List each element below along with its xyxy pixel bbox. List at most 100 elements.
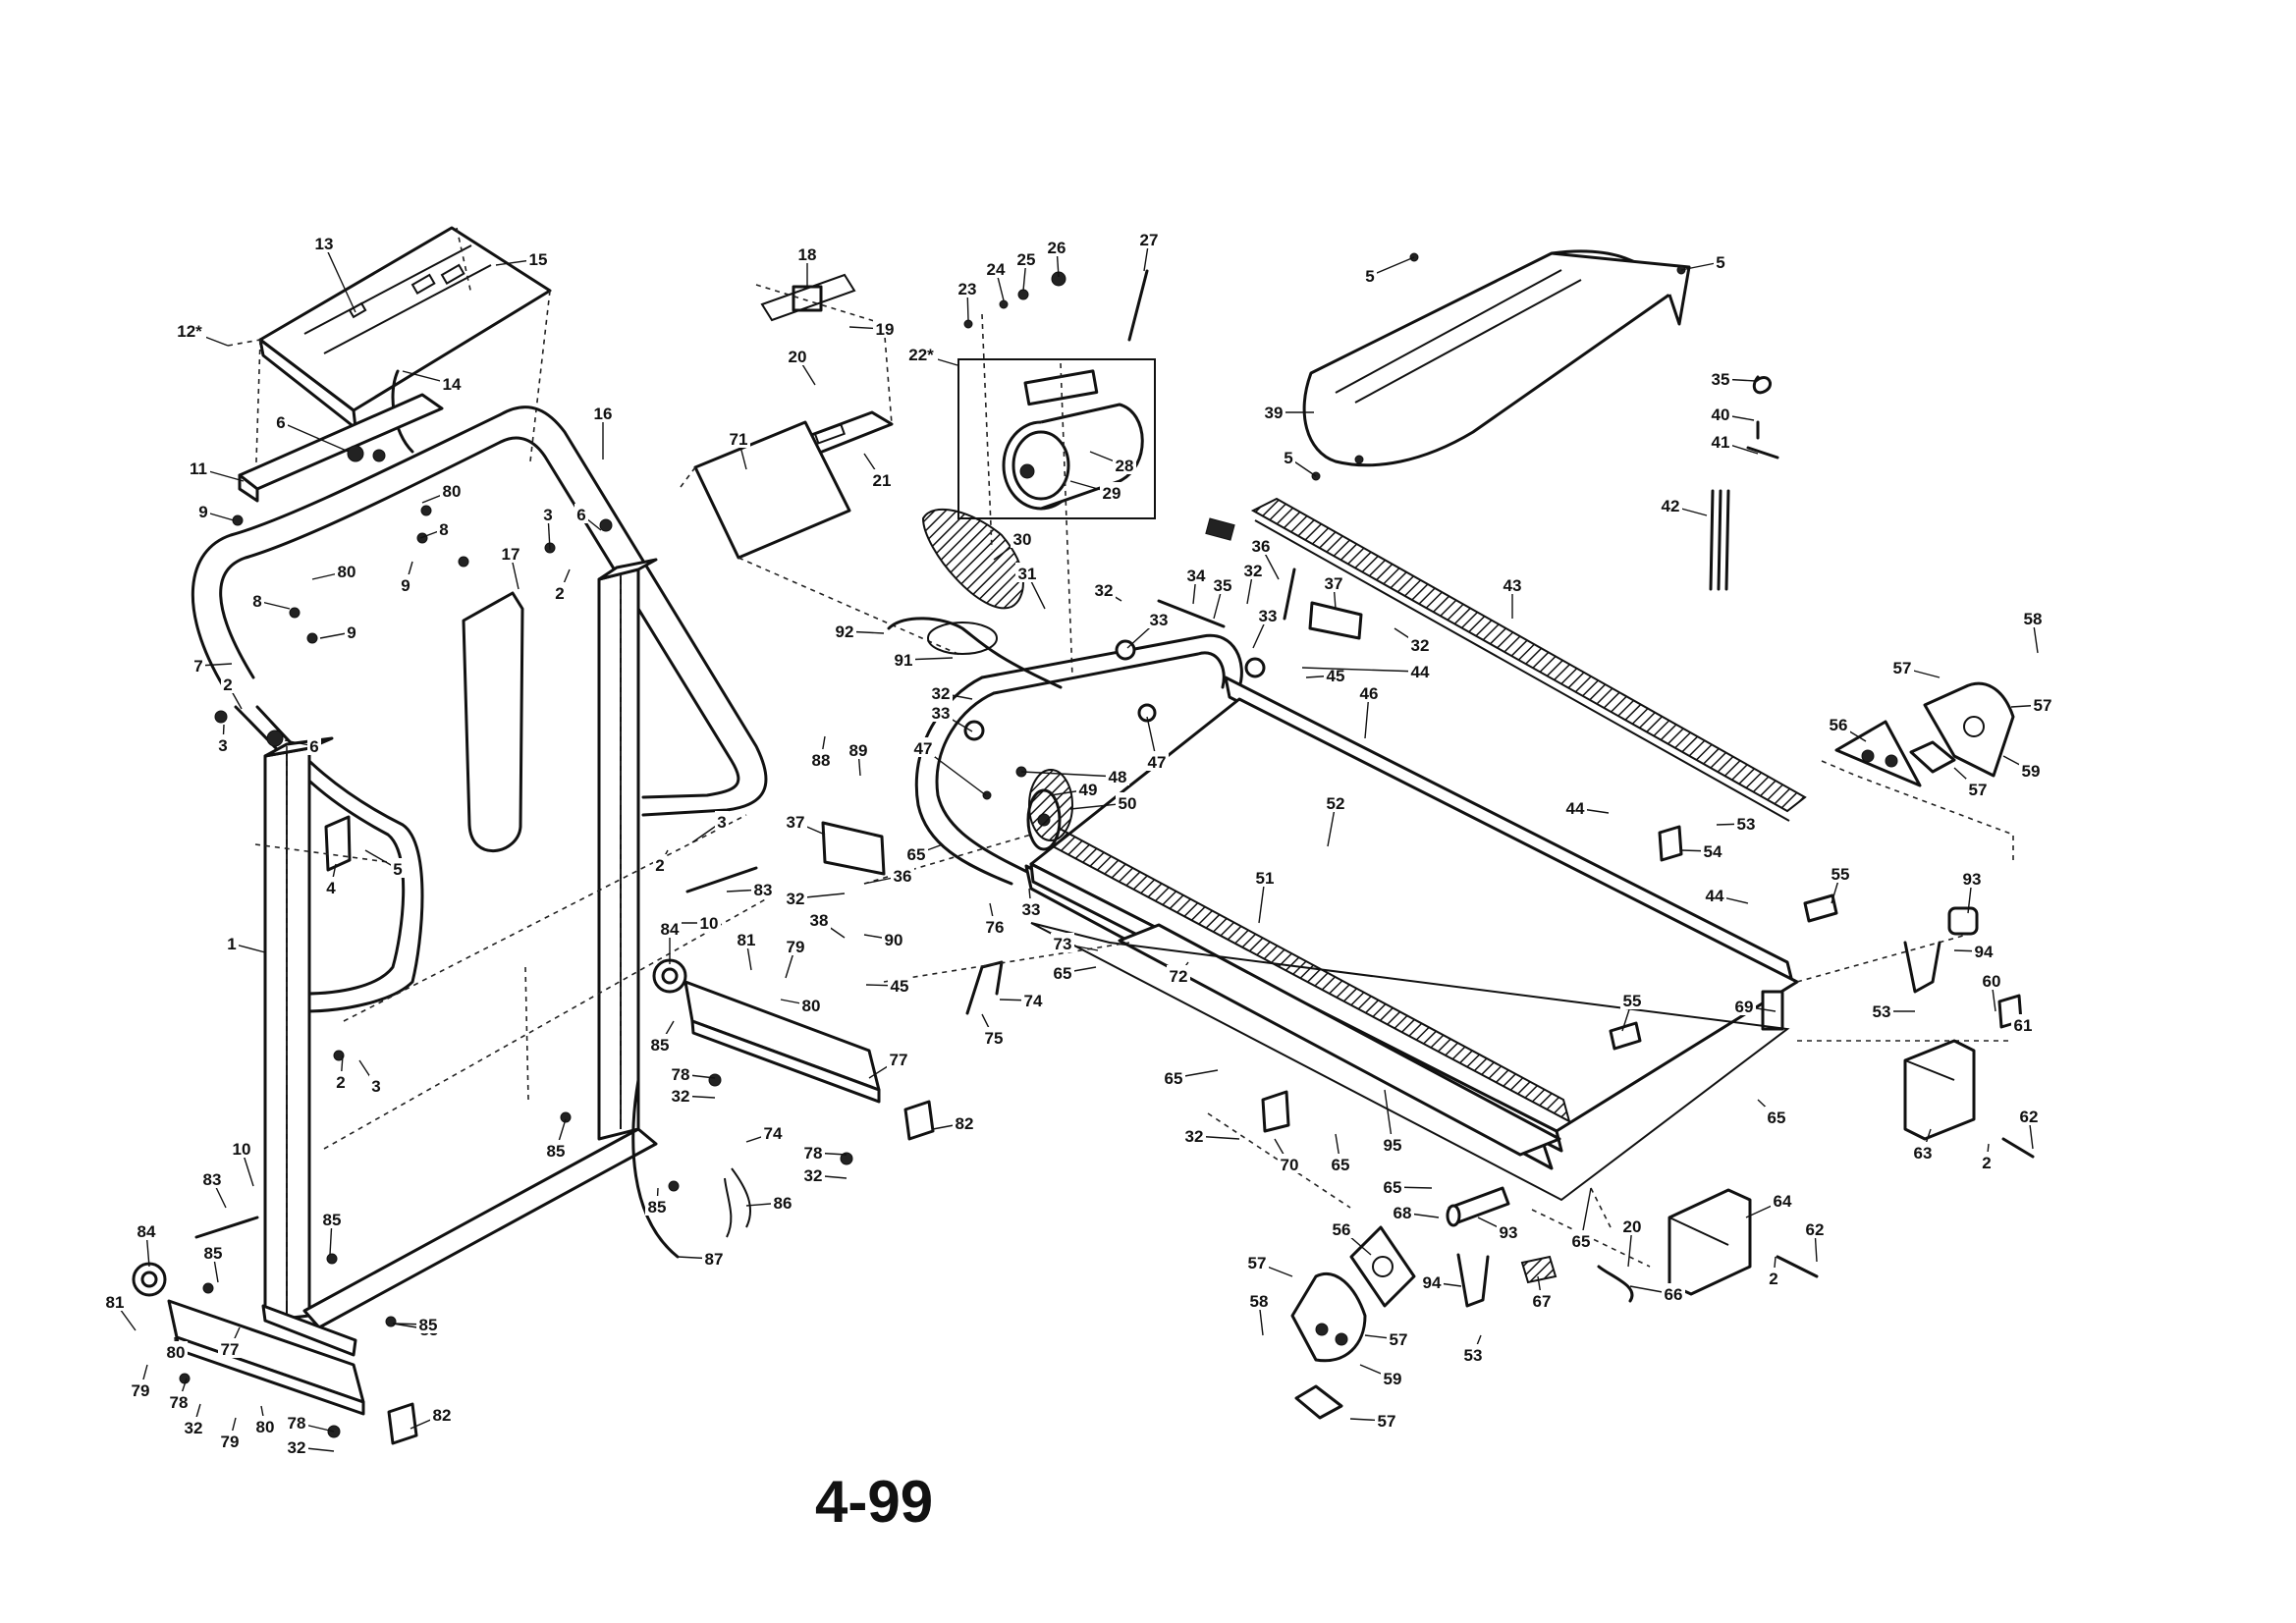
- callout-41: 41: [1709, 431, 1759, 455]
- callout-32: 32: [801, 1164, 847, 1185]
- label-bg: [1966, 779, 1990, 798]
- label-bg: [1256, 605, 1280, 624]
- label-bg: [983, 916, 1007, 936]
- label-bg: [164, 1341, 188, 1361]
- callout-61: 61: [2011, 1014, 2035, 1035]
- part-number: 85: [204, 1244, 223, 1263]
- side-rail: [963, 497, 1807, 822]
- label-bg: [982, 1027, 1006, 1047]
- callout-84: 84: [658, 918, 682, 964]
- part-number: 57: [2034, 696, 2052, 715]
- part-number: 76: [986, 918, 1005, 937]
- power-module: [1667, 1188, 1819, 1296]
- label-bg: [1021, 990, 1045, 1009]
- label-bg: [253, 1416, 277, 1435]
- callout-65: 65: [1329, 1133, 1352, 1174]
- callout-81: 81: [103, 1291, 137, 1331]
- label-bg: [274, 411, 288, 431]
- part-number: 16: [594, 405, 613, 423]
- callout-65: 65: [1381, 1176, 1433, 1197]
- callout-9: 9: [196, 501, 235, 521]
- callout-83: 83: [726, 879, 775, 899]
- label-bg: [2011, 1014, 2035, 1034]
- part-number: 13: [315, 235, 334, 253]
- label-bg: [1100, 482, 1123, 502]
- label-bg: [956, 278, 979, 298]
- label-bg: [1391, 1202, 1414, 1221]
- callout-36: 36: [863, 865, 914, 886]
- label-bg: [312, 233, 336, 252]
- callout-67: 67: [1530, 1275, 1554, 1311]
- part-number: 14: [443, 375, 462, 394]
- callout-47: 47: [1145, 716, 1169, 772]
- callout-6: 6: [284, 735, 321, 756]
- label-bg: [1278, 1154, 1301, 1173]
- callout-44: 44: [1703, 885, 1749, 905]
- part-number: 44: [1411, 663, 1430, 681]
- label-bg: [544, 1140, 568, 1160]
- callout-92: 92: [833, 621, 885, 641]
- callout-73: 73: [1051, 933, 1099, 953]
- part-number: 79: [132, 1381, 150, 1400]
- part-number: 19: [876, 320, 895, 339]
- part-number: 44: [1706, 887, 1724, 905]
- part-number: 71: [730, 430, 748, 449]
- callout-53: 53: [1716, 813, 1758, 834]
- callout-69: 69: [1732, 996, 1777, 1016]
- label-bg: [786, 346, 809, 365]
- motor-hood: [1302, 249, 1691, 481]
- part-number: 5: [1716, 253, 1724, 272]
- callout-85: 85: [544, 1118, 568, 1161]
- label-bg: [911, 737, 935, 757]
- label-bg: [1890, 657, 1914, 676]
- label-bg: [799, 995, 823, 1014]
- part-number: 55: [1623, 992, 1642, 1010]
- label-bg: [440, 373, 464, 393]
- label-bg: [1870, 1001, 1893, 1020]
- part-number: 50: [1119, 794, 1137, 813]
- callout-38: 38: [807, 909, 846, 939]
- callout-65: 65: [1162, 1067, 1219, 1088]
- label-bg: [658, 918, 682, 938]
- callout-53: 53: [1870, 1001, 1915, 1021]
- callout-87: 87: [677, 1248, 726, 1269]
- part-number: 75: [985, 1029, 1004, 1048]
- callout-19: 19: [848, 318, 897, 339]
- label-bg: [735, 929, 758, 948]
- part-number: 58: [1250, 1292, 1269, 1311]
- part-number: 32: [1244, 562, 1263, 580]
- label-bg: [1381, 1176, 1404, 1196]
- callout-33: 33: [929, 702, 973, 732]
- part-number: 53: [1464, 1346, 1483, 1365]
- callout-94: 94: [1953, 941, 1995, 961]
- label-bg: [1019, 898, 1043, 918]
- callout-64: 64: [1745, 1190, 1794, 1218]
- callout-24: 24: [984, 258, 1008, 301]
- part-number: 85: [419, 1316, 438, 1334]
- part-number: 1: [227, 935, 236, 953]
- callout-27: 27: [1137, 229, 1161, 272]
- label-bg: [887, 1049, 910, 1068]
- callout-80: 80: [164, 1336, 188, 1362]
- callout-31: 31: [1015, 563, 1046, 610]
- label-bg: [1076, 779, 1100, 798]
- part-number: 94: [1423, 1273, 1442, 1292]
- part-number: 24: [987, 260, 1006, 279]
- part-number: 41: [1712, 433, 1730, 452]
- part-number: 35: [1214, 576, 1232, 595]
- part-number: 65: [907, 845, 926, 864]
- part-number: 84: [661, 920, 680, 939]
- part-number: 89: [849, 741, 868, 760]
- callout-32: 32: [1182, 1125, 1240, 1146]
- part-number: 85: [648, 1198, 667, 1217]
- label-bg: [761, 1122, 785, 1142]
- part-number: 58: [2024, 610, 2043, 628]
- label-bg: [1703, 885, 1726, 904]
- label-bg: [1106, 766, 1129, 785]
- label-bg: [1014, 248, 1038, 268]
- label-bg: [200, 1168, 224, 1188]
- label-bg: [984, 258, 1008, 278]
- callout-20: 20: [786, 346, 816, 386]
- callout-85: 85: [320, 1209, 344, 1256]
- callout-5: 5: [1363, 256, 1415, 286]
